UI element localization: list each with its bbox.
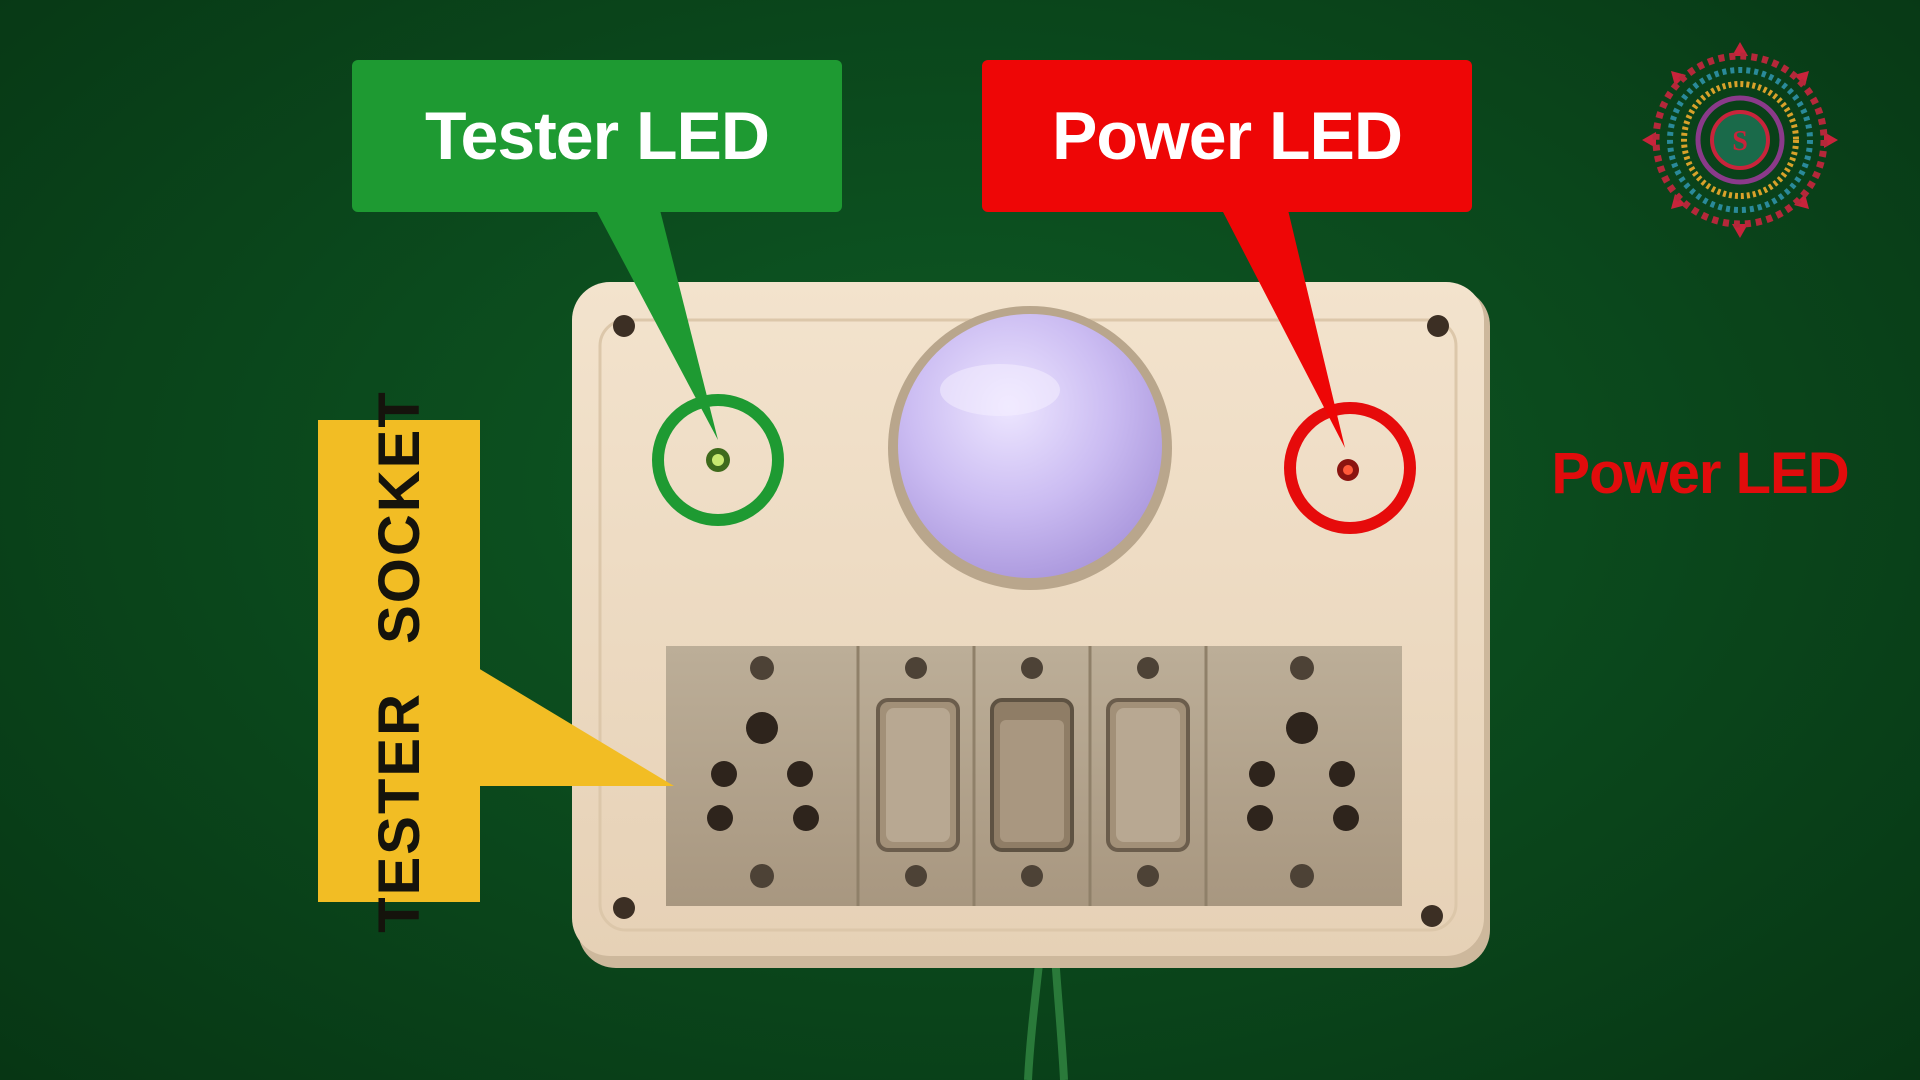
tester-socket-callout — [318, 420, 674, 902]
tester-led-label: Tester LED — [425, 98, 770, 174]
tester-led-callout — [352, 60, 842, 440]
tester-led-highlight-ring — [652, 394, 784, 526]
power-socket — [1247, 712, 1359, 831]
side-power-led-label: Power LED — [1551, 440, 1849, 506]
power-led-highlight-ring — [1284, 402, 1416, 534]
tester-led — [706, 448, 730, 472]
switch-left — [876, 698, 960, 852]
tester-socket-label: TESTER SOCKET — [366, 389, 432, 933]
mounting-hole — [613, 315, 1449, 927]
power-led-callout — [982, 60, 1472, 448]
tester-socket — [707, 712, 819, 831]
power-cable — [1024, 954, 1068, 1080]
svg-text:S: S — [1732, 126, 1748, 157]
power-led — [1337, 459, 1359, 481]
switch-right — [1106, 698, 1190, 852]
switch-middle — [990, 698, 1074, 852]
bulb — [888, 306, 1172, 590]
tester-socket-label-box: TESTER SOCKET — [318, 390, 480, 933]
power-led-label: Power LED — [1052, 98, 1403, 174]
mandala-logo-icon: S — [1642, 42, 1838, 238]
